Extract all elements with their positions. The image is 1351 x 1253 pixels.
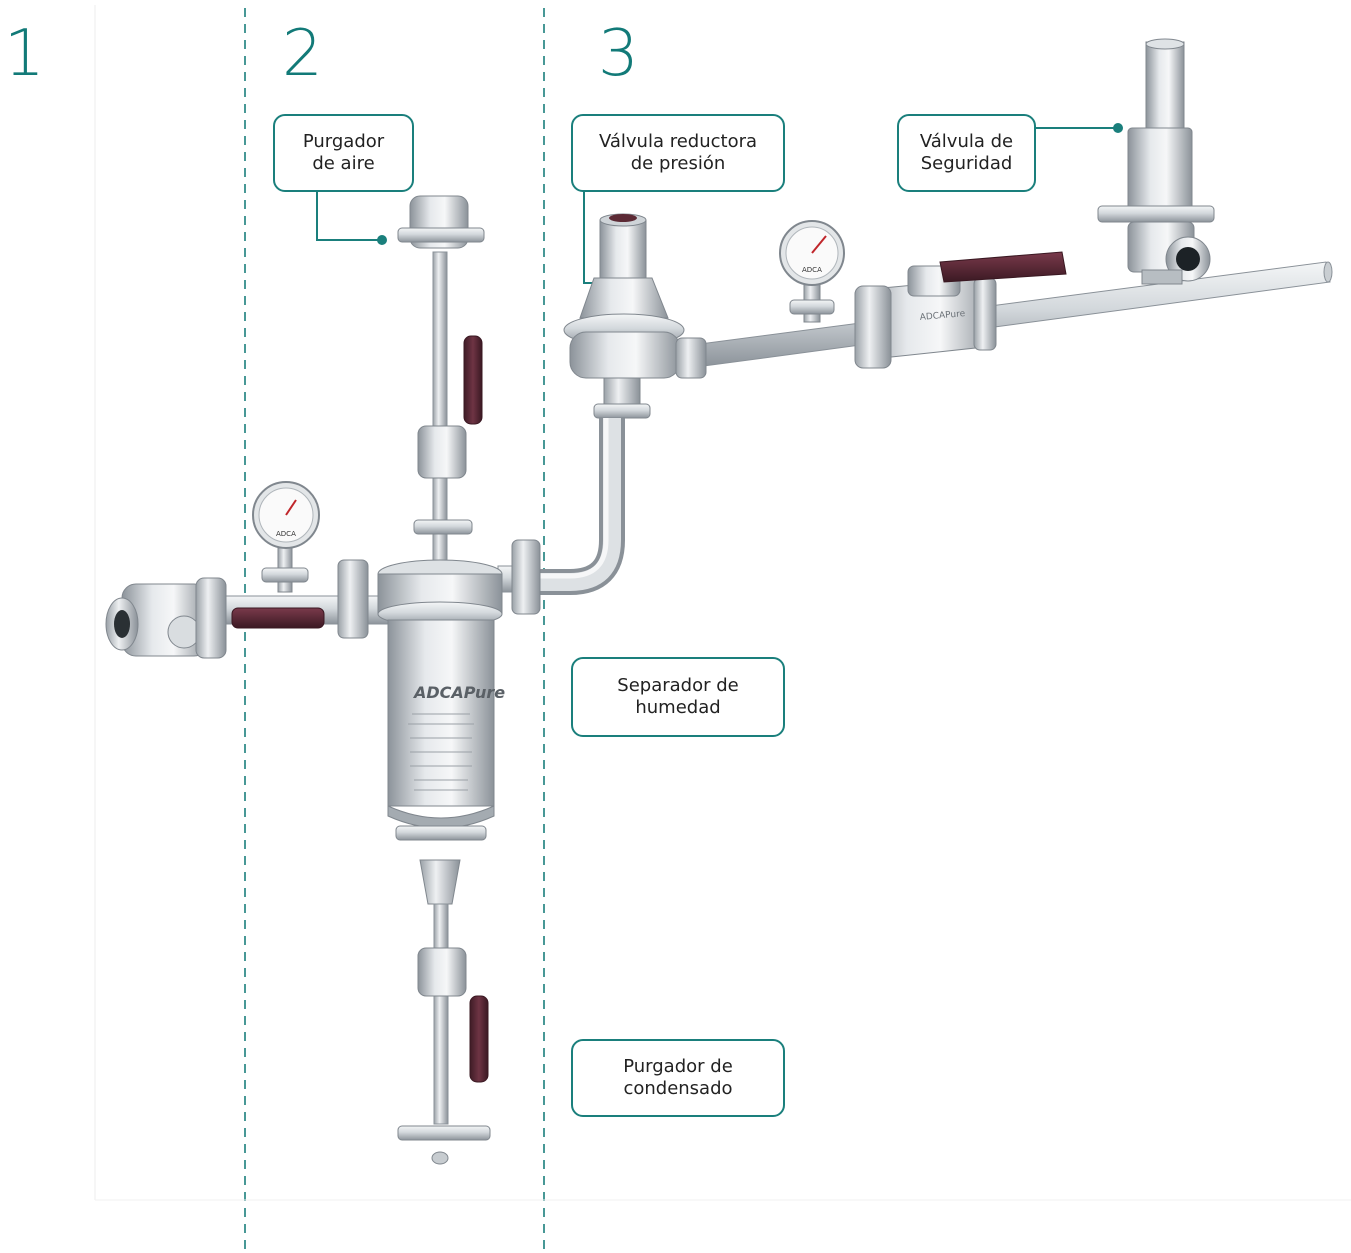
- pressure-gauge-left: ADCA: [252, 481, 320, 593]
- safety-valve: [1097, 38, 1215, 285]
- callout-valvula-reductora-line2: de presión: [630, 153, 726, 174]
- section-number-1: 1: [4, 17, 45, 91]
- callout-valvula-seguridad: Válvula de Seguridad: [897, 114, 1036, 192]
- elbow-pipe: [520, 418, 625, 595]
- callout-separador-humedad-line1: Separador de: [617, 675, 739, 696]
- callout-purgador-aire-line2: de aire: [312, 153, 375, 174]
- ball-valve-inlet: [105, 577, 227, 659]
- inlet-pipe-assembly: ADCA: [105, 481, 541, 659]
- outlet-pipe-assembly: ADCAPure ADCA: [563, 38, 1333, 419]
- gauge-left-brand: ADCA: [276, 530, 296, 538]
- callout-valvula-seguridad-line1: Válvula de: [919, 131, 1014, 152]
- clamp-inlet-1: [337, 559, 369, 639]
- leader-purgador-aire: [316, 192, 382, 241]
- condensate-drain-assembly: [395, 825, 491, 1165]
- pressure-gauge-right: ADCA: [779, 220, 845, 323]
- callout-purgador-condensado: Purgador de condensado: [571, 1039, 785, 1117]
- gauge-right-brand: ADCA: [802, 266, 822, 274]
- callout-purgador-condensado-line2: condensado: [623, 1078, 733, 1099]
- separator-brand-text: ADCAPure: [412, 683, 505, 702]
- leader-dot-purgador-aire: [377, 235, 387, 245]
- callout-purgador-aire: Purgador de aire: [273, 114, 414, 192]
- leader-dot-valvula-seguridad: [1113, 123, 1123, 133]
- callout-valvula-seguridad-line2: Seguridad: [920, 153, 1013, 174]
- pressure-reducing-valve: [563, 213, 707, 419]
- callout-separador-humedad-line2: humedad: [635, 697, 721, 718]
- valve-brand-text: ADCAPure: [919, 309, 966, 323]
- section-number-3: 3: [598, 17, 639, 91]
- leader-valvula-reductora: [583, 192, 598, 284]
- callout-separador-humedad: Separador de humedad: [571, 657, 785, 737]
- clamp-outlet-1: [511, 539, 541, 615]
- air-vent-assembly: [397, 195, 485, 563]
- callout-purgador-condensado-line1: Purgador de: [623, 1056, 733, 1077]
- callout-valvula-reductora-line1: Válvula reductora: [598, 131, 758, 152]
- ball-valve-right: ADCAPure: [854, 251, 1067, 369]
- moisture-separator: ADCAPure: [377, 559, 505, 829]
- callout-purgador-aire-line1: Purgador: [302, 131, 385, 152]
- callout-valvula-reductora: Válvula reductora de presión: [571, 114, 785, 192]
- section-number-2: 2: [282, 17, 323, 91]
